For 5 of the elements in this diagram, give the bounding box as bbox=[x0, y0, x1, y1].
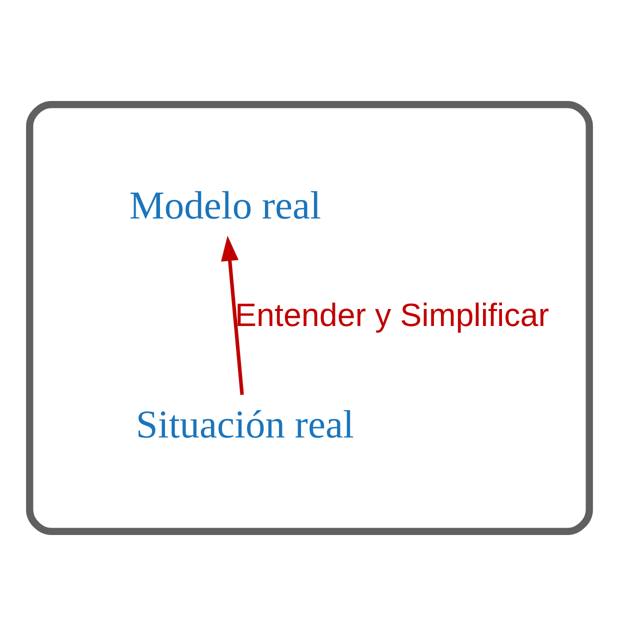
cluster bbox=[26, 100, 593, 536]
node-text: Modelo real bbox=[129, 184, 322, 228]
node-text: Situación real bbox=[136, 402, 354, 446]
edge-label: Entender y Simplificar bbox=[235, 296, 550, 333]
arrow bbox=[221, 236, 244, 395]
